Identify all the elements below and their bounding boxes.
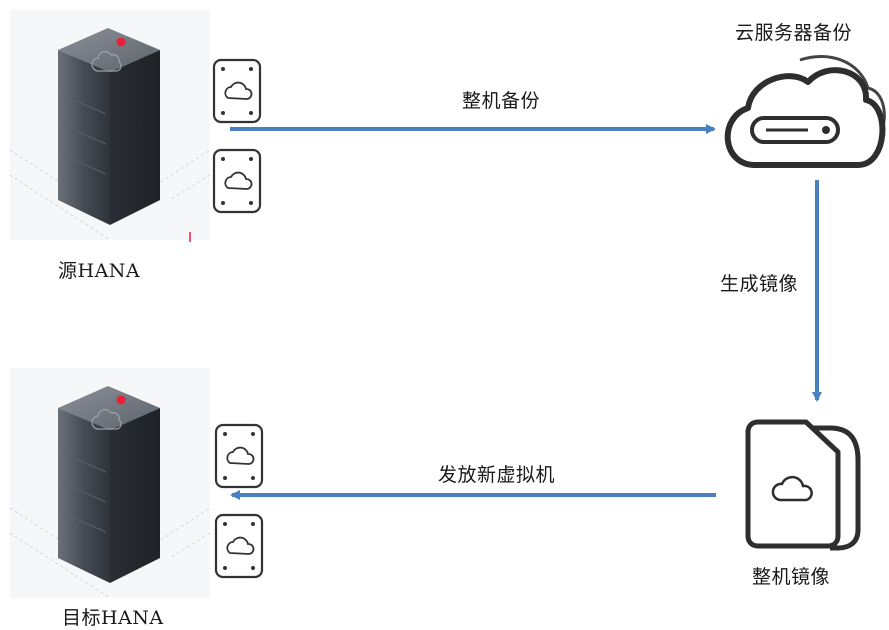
whole-image-icon: [745, 419, 861, 551]
source-server-icon: [9, 10, 211, 242]
target-disk-icon-1: [214, 423, 264, 489]
cloud-backup-label: 云服务器备份: [735, 22, 853, 44]
distribute-vm-label: 发放新虚拟机: [438, 464, 556, 486]
source-disk-icon-2: [212, 148, 262, 214]
whole-image-label: 整机镜像: [752, 566, 831, 588]
source-disk-icon-1: [212, 58, 262, 124]
source-hana-label: 源HANA: [58, 260, 141, 282]
cloud-backup-icon: [724, 55, 886, 168]
whole-backup-label: 整机备份: [462, 90, 541, 112]
target-disk-icon-2: [214, 513, 264, 579]
target-hana-label: 目标HANA: [62, 607, 164, 629]
target-server-icon: [9, 368, 211, 599]
make-image-label: 生成镜像: [720, 273, 799, 295]
